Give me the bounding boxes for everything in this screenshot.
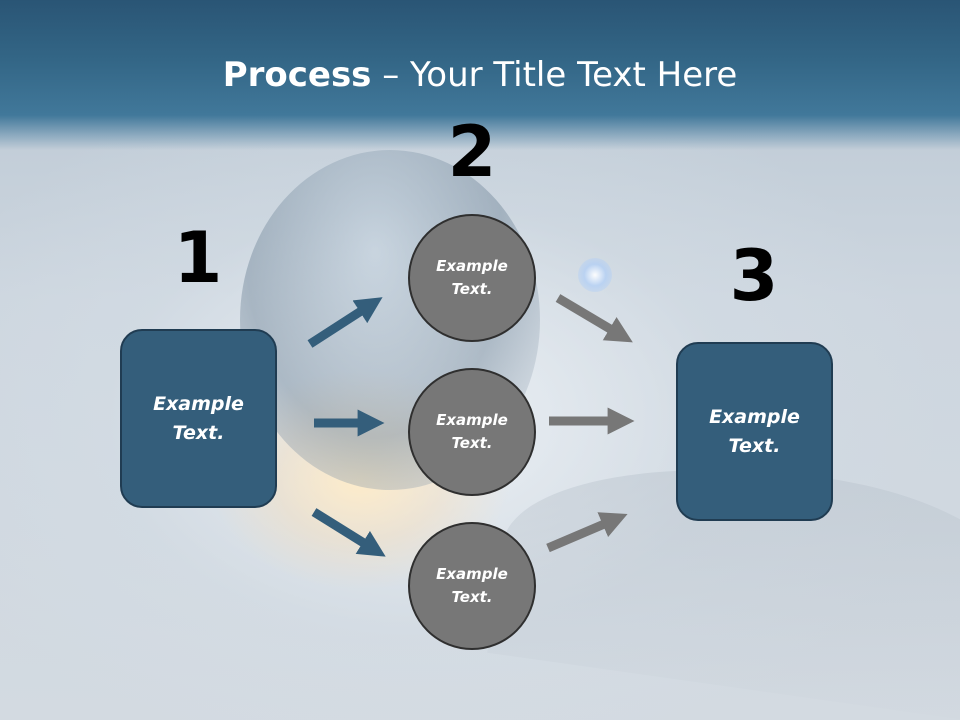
step-box-3: Example Text. [676,342,833,521]
arrow-bottom-circle-to-box3 [546,512,628,553]
arrow-box1-to-bottom-circle [311,508,386,557]
step-number-1: 1 [173,217,223,299]
process-circle-bottom: Example Text. [408,522,536,650]
step-box-3-label: Example Text. [709,405,800,457]
arrow-top-circle-to-box3 [555,294,633,343]
process-circle-bottom-label: Example Text. [436,565,508,606]
step-box-1: Example Text. [120,329,277,508]
title-rest: – Your Title Text Here [371,55,738,95]
title-bold: Process [222,55,372,95]
process-circle-middle-label: Example Text. [436,411,508,452]
step-box-1-label: Example Text. [153,392,244,444]
process-circle-top: Example Text. [408,214,536,342]
light-flare [578,258,612,292]
step-number-2: 2 [447,111,497,193]
title-band [0,0,960,150]
slide-title: Process – Your Title Text Here [0,54,960,96]
process-circle-middle: Example Text. [408,368,536,496]
process-circle-top-label: Example Text. [436,257,508,298]
arrow-box1-to-top-circle [307,297,383,348]
step-number-3: 3 [729,235,779,317]
